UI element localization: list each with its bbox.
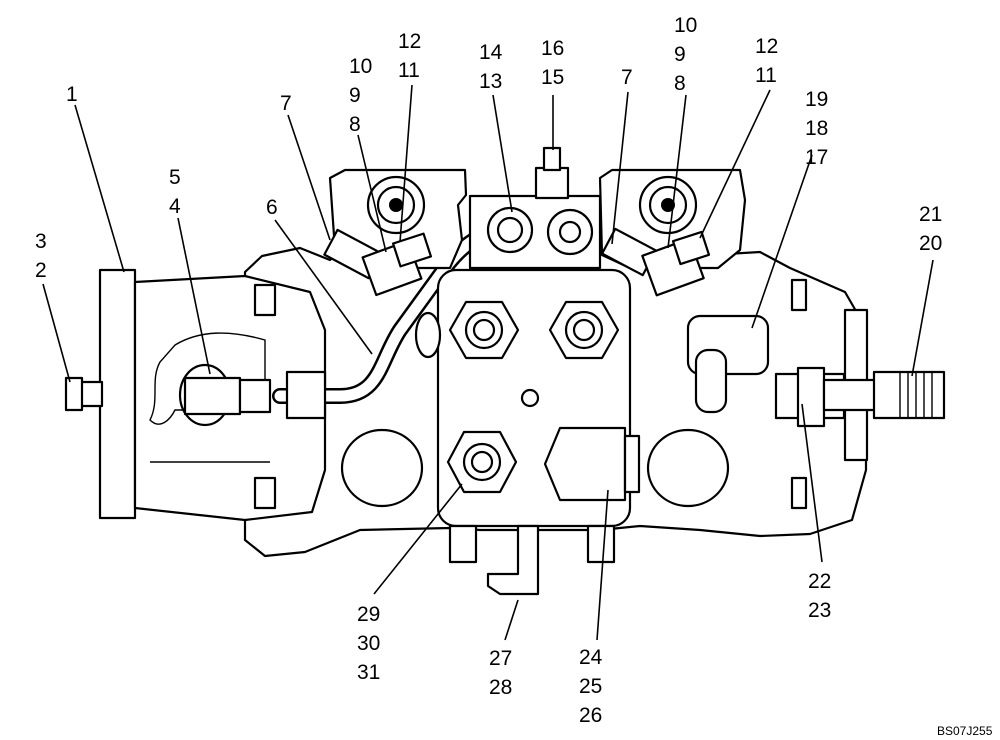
leader-11-left (399, 84, 413, 243)
hex-plug-upper-right (548, 300, 620, 360)
shaft-spline-lines (899, 372, 933, 418)
port-fitting (183, 376, 242, 416)
leader-8-right (667, 94, 687, 249)
center-port-left-inner (496, 216, 524, 244)
hex-plug-upper-left (448, 300, 520, 360)
leader-4 (177, 217, 211, 375)
callout-24: 24 (579, 646, 603, 669)
leader-6 (274, 219, 373, 355)
left-solenoid-core (389, 198, 403, 212)
pump-assembly-illustration (64, 146, 946, 596)
top-fitting-15 (534, 166, 570, 200)
right-boss-bottom (790, 476, 808, 510)
leader-8-left (357, 134, 387, 253)
leader-lines (42, 84, 934, 641)
leader-1 (74, 104, 125, 273)
mounting-flange (98, 268, 137, 520)
callout-20: 20 (919, 232, 942, 255)
callout-28: 28 (489, 676, 512, 699)
callout-23: 23 (808, 599, 831, 622)
callout-2: 2 (35, 259, 47, 282)
right-boss-top (790, 278, 808, 312)
callout-5: 5 (169, 166, 181, 189)
callout-13: 13 (479, 70, 502, 93)
body-cutout-right (646, 428, 730, 508)
callout-8-left: 8 (349, 113, 361, 136)
callout-9-left: 9 (349, 84, 361, 107)
shaft-collar-22 (796, 366, 826, 428)
relief-valve-24 (543, 426, 627, 502)
left-boss-bottom (253, 476, 277, 510)
callout-17: 17 (805, 146, 828, 169)
callout-29: 29 (357, 603, 380, 626)
callout-15: 15 (541, 66, 564, 89)
right-solenoid-core (661, 198, 675, 212)
leader-24 (596, 489, 609, 641)
callout-7-left: 7 (280, 92, 292, 115)
leader-7-right (611, 91, 629, 245)
leader-29 (373, 483, 463, 595)
callout-31: 31 (357, 661, 380, 684)
callout-22: 22 (808, 570, 831, 593)
right-elbow-fittings (601, 227, 711, 297)
callout-30: 30 (357, 632, 380, 655)
port-nut (238, 378, 272, 414)
splined-shaft-20 (872, 370, 946, 420)
washer-3 (64, 376, 84, 412)
leader-17 (751, 154, 813, 329)
callout-25: 25 (579, 675, 602, 698)
leader-11-right (699, 89, 771, 239)
callout-27: 27 (489, 647, 512, 670)
callout-19: 19 (805, 88, 828, 111)
leader-20 (911, 259, 934, 377)
callout-11-left: 11 (398, 59, 420, 82)
bolt-2 (78, 380, 104, 408)
callout-16: 16 (541, 37, 564, 60)
center-port-right-inner (558, 220, 582, 244)
body-cutout-small (414, 311, 442, 359)
leader-22 (801, 403, 823, 563)
callout-12-right: 12 (755, 35, 778, 58)
callout-8-right: 8 (674, 72, 686, 95)
figure-code: BS07J255 (937, 724, 993, 738)
drain-elbow-27 (486, 524, 540, 596)
callout-18: 18 (805, 117, 828, 140)
relief-valve-cap (623, 434, 641, 494)
callout-11-right: 11 (755, 64, 777, 87)
leader-7-left (287, 114, 331, 241)
callout-9-right: 9 (674, 43, 686, 66)
callout-26: 26 (579, 704, 602, 727)
callout-12-left: 12 (398, 30, 421, 53)
leader-13 (492, 94, 513, 213)
callout-7-right: 7 (621, 66, 633, 89)
callout-labels: 1 3 2 5 4 6 7 10 9 8 12 11 14 13 16 15 7… (35, 14, 942, 727)
callout-10-right: 10 (674, 14, 697, 37)
center-hole (520, 388, 540, 408)
callout-14: 14 (479, 41, 503, 64)
right-fitting-pipe (694, 348, 728, 414)
leader-27 (504, 599, 519, 641)
left-elbow-fittings (323, 228, 433, 297)
left-boss-top (253, 283, 277, 317)
callout-3: 3 (35, 230, 47, 253)
hex-plug-lower (446, 430, 518, 494)
bottom-boss-left (448, 524, 478, 564)
body-cutout-left (340, 428, 424, 508)
housing-contour (149, 332, 266, 425)
top-fitting-16 (542, 146, 562, 172)
tube-nut (285, 370, 327, 420)
bottom-boss-right (586, 524, 616, 564)
callout-10-left: 10 (349, 55, 372, 78)
callout-4: 4 (169, 195, 181, 218)
callout-1: 1 (66, 83, 78, 106)
callout-6: 6 (266, 196, 278, 219)
leader-2 (42, 283, 71, 383)
callout-21: 21 (919, 203, 942, 226)
